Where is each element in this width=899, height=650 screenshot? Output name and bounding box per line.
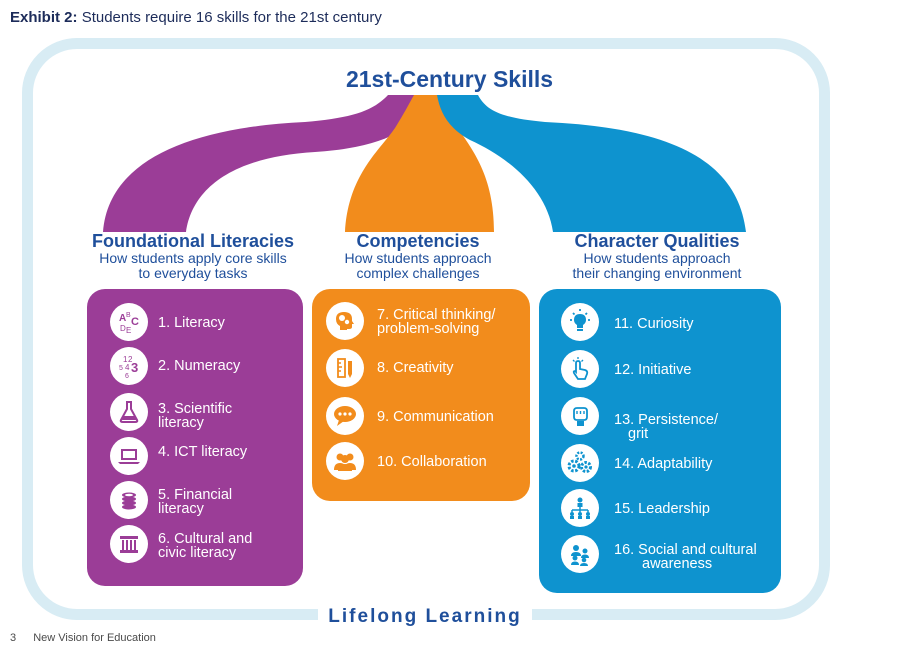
exhibit-title: Exhibit 2: Students require 16 skills fo…: [10, 9, 382, 26]
category-header-foundational: Foundational Literacies How students app…: [82, 231, 304, 281]
diverse-people-icon: [561, 535, 599, 573]
skill-label: 7. Critical thinking/problem-solving: [377, 307, 496, 337]
skill-label: 9. Communication: [377, 409, 494, 425]
ruler-pencil-icon: [326, 349, 364, 387]
skill-label: 13. Persistence/grit: [614, 412, 718, 442]
lifelong-learning-label: Lifelong Learning: [318, 604, 532, 630]
category-subtitle: to everyday tasks: [138, 265, 248, 281]
category-subtitle: complex challenges: [356, 265, 480, 281]
category-header-competencies: Competencies How students approach compl…: [318, 231, 518, 281]
blue-branch: [437, 95, 746, 232]
fist-icon: [561, 397, 599, 435]
flask-icon: [110, 393, 148, 431]
skill-label: 1. Literacy: [158, 315, 225, 331]
category-title: Foundational Literacies: [91, 231, 295, 251]
main-title: 21st-Century Skills: [345, 66, 554, 92]
skill-label: 11. Curiosity: [614, 316, 694, 332]
svg-text:5: 5: [119, 365, 123, 372]
svg-text:2: 2: [128, 355, 133, 364]
coin-stack-icon: [110, 481, 148, 519]
svg-text:C: C: [131, 316, 139, 328]
category-subtitle: How students apply core skills: [99, 250, 287, 266]
laptop-icon: [110, 437, 148, 475]
category-title: Competencies: [356, 231, 480, 251]
svg-text:B: B: [126, 312, 131, 319]
skill-label: 14. Adaptability: [614, 456, 713, 472]
svg-text:A: A: [119, 313, 126, 324]
purple-branch: [103, 95, 435, 232]
category-subtitle: How students approach: [583, 250, 731, 266]
category-subtitle: their changing environment: [572, 265, 742, 281]
category-subtitle: How students approach: [344, 250, 492, 266]
category-title: Character Qualities: [574, 231, 740, 251]
pointing-hand-icon: [561, 350, 599, 388]
org-chart-icon: [561, 489, 599, 527]
exhibit-prefix: Exhibit 2:: [10, 9, 78, 26]
svg-text:1: 1: [123, 355, 128, 364]
svg-text:6: 6: [125, 373, 129, 380]
svg-text:E: E: [126, 326, 131, 335]
people-group-icon: [326, 442, 364, 480]
head-gears-icon: [326, 302, 364, 340]
svg-text:3: 3: [131, 360, 138, 375]
column-icon: [110, 525, 148, 563]
page-number: 3: [10, 632, 17, 644]
skill-label: 15. Leadership: [614, 501, 710, 517]
skill-label: 8. Creativity: [377, 360, 454, 376]
footer-text: New Vision for Education: [33, 632, 156, 644]
lightbulb-icon: [561, 303, 599, 341]
skill-label: 10. Collaboration: [377, 454, 487, 470]
gears-icon: [561, 444, 599, 482]
category-header-character: Character Qualities How students approac…: [542, 231, 772, 281]
speech-bubble-icon: [326, 397, 364, 435]
page-footer: 3 New Vision for Education: [10, 632, 156, 644]
skill-label: 4. ICT literacy: [158, 444, 248, 460]
svg-text:4: 4: [125, 363, 130, 372]
exhibit-caption: Students require 16 skills for the 21st …: [81, 9, 382, 26]
skill-label: 2. Numeracy: [158, 358, 241, 374]
skill-label: 12. Initiative: [614, 362, 692, 378]
svg-text:D: D: [120, 324, 126, 333]
